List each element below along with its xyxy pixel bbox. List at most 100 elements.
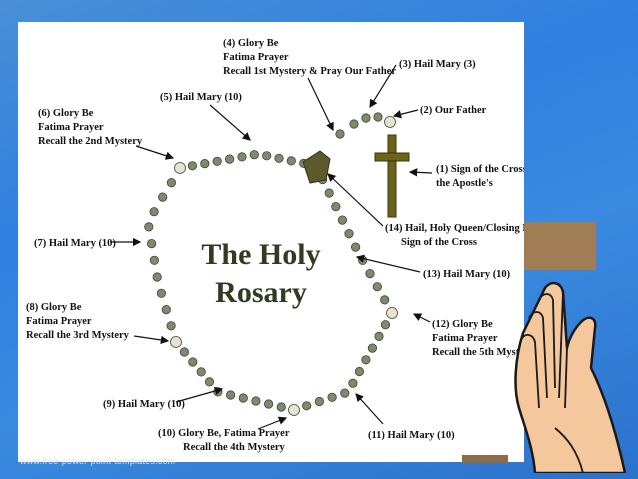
hail-mary-bead [159,193,167,201]
svg-text:(1) Sign of the Cross &: (1) Sign of the Cross & [436,164,524,175]
svg-text:(9) Hail Mary (10): (9) Hail Mary (10) [103,399,185,410]
praying-hands-icon [505,278,630,473]
hail-mary-bead [355,367,363,375]
pendant-bead [374,113,382,121]
label-text: (14) Hail, Holy Queen/Closing Prayer [385,223,524,234]
svg-text:(5) Hail Mary (10): (5) Hail Mary (10) [160,92,242,103]
hail-mary-bead [362,356,370,364]
label-text: Fatima Prayer [432,333,498,344]
svg-text:Sign of the Cross: Sign of the Cross [401,237,477,248]
label-hail-mary-3: (3) Hail Mary (3) [399,59,476,70]
hail-mary-bead [351,243,359,251]
hail-mary-bead [180,348,188,356]
pendant-bead [336,130,344,138]
label-glory-be-3: (8) Glory Be Fatima Prayer Recall the 3r… [26,302,130,341]
hail-mary-bead [252,397,260,405]
svg-text:Recall the 3rd Mystery: Recall the 3rd Mystery [26,330,130,341]
hail-mary-bead [375,332,383,340]
hail-mary-bead [325,189,333,197]
hail-mary-bead [150,256,158,264]
hail-mary-bead [315,397,323,405]
svg-text:Recall 1st Mystery & Pray Our: Recall 1st Mystery & Pray Our Father [223,66,396,77]
label-text: Sign of the Cross [401,237,477,248]
svg-text:Fatima Prayer: Fatima Prayer [432,333,498,344]
label-text: (13) Hail Mary (10) [423,269,511,280]
glory-be-bead [387,308,398,319]
hail-mary-bead [381,321,389,329]
svg-text:Recall the 4th Mystery: Recall the 4th Mystery [183,442,286,453]
label-text: Recall 1st Mystery & Pray Our Father [223,66,396,77]
hail-mary-bead [368,344,376,352]
hail-mary-bead [225,155,233,163]
arrow-1 [410,172,432,173]
hail-mary-bead [328,393,336,401]
hail-mary-bead [205,378,213,386]
label-hail-mary-7: (7) Hail Mary (10) [34,238,116,249]
label-text: (1) Sign of the Cross & [436,164,524,175]
label-text: (6) Glory Be [38,108,94,119]
glory-be-bead [289,405,300,416]
glory-be-bead [175,163,186,174]
pendant-bead [362,114,370,122]
hail-mary-bead [303,402,311,410]
decorative-brown-box [524,222,596,270]
hail-mary-bead [167,178,175,186]
diagram-title-line2: Rosary [215,276,307,309]
svg-text:(10) Glory Be, Fatima Prayer: (10) Glory Be, Fatima Prayer [158,428,290,439]
label-glory-be-1: (4) Glory Be Fatima Prayer Recall 1st My… [223,38,396,77]
arrow-8 [134,336,168,341]
label-text: Recall the 3rd Mystery [26,330,130,341]
hail-mary-bead [381,296,389,304]
svg-text:Recall the 2nd Mystery: Recall the 2nd Mystery [38,136,143,147]
label-text: (3) Hail Mary (3) [399,59,476,70]
crucifix-icon [375,135,409,217]
label-glory-be-2: (6) Glory Be Fatima Prayer Recall the 2n… [38,108,143,147]
hail-mary-bead [150,208,158,216]
hail-mary-bead [153,273,161,281]
hail-mary-bead [197,368,205,376]
glory-be-bead [171,337,182,348]
label-text: (2) Our Father [420,105,487,116]
label-text: Recall the 2nd Mystery [38,136,143,147]
svg-text:Fatima Prayer: Fatima Prayer [26,316,92,327]
label-text: (4) Glory Be [223,38,279,49]
label-text: Fatima Prayer [223,52,289,63]
arrow-14 [328,174,383,226]
hail-mary-bead [157,289,165,297]
label-text: Fatima Prayer [38,122,104,133]
hail-mary-bead [162,305,170,313]
hail-mary-bead [277,403,285,411]
hail-mary-bead [201,159,209,167]
hail-mary-bead [373,283,381,291]
svg-text:Fatima Prayer: Fatima Prayer [38,122,104,133]
pendant-bead [350,120,358,128]
arrow-12 [414,314,430,322]
hail-mary-bead [287,157,295,165]
svg-text:(6) Glory Be: (6) Glory Be [38,108,94,119]
label-text: the Apostle's [436,178,493,189]
label-text: (11) Hail Mary (10) [368,430,455,441]
hail-mary-bead [226,391,234,399]
hail-mary-bead [238,153,246,161]
label-hail-holy-queen: (14) Hail, Holy Queen/Closing Prayer Sig… [385,223,524,248]
footer-watermark: www.free-power-point-templates.com [20,456,175,466]
svg-text:Fatima Prayer: Fatima Prayer [223,52,289,63]
hail-mary-bead [189,358,197,366]
label-text: (9) Hail Mary (10) [103,399,185,410]
label-hail-mary-5: (5) Hail Mary (10) [160,92,242,103]
our-father-bead [385,117,396,128]
label-text: Recall the 4th Mystery [183,442,286,453]
label-text: (7) Hail Mary (10) [34,238,116,249]
hail-mary-bead [275,154,283,162]
svg-text:(2) Our Father: (2) Our Father [420,105,487,116]
svg-text:(13) Hail Mary (10): (13) Hail Mary (10) [423,269,511,280]
arrow-4 [308,78,333,130]
hail-mary-bead [345,229,353,237]
svg-text:(3) Hail Mary (3): (3) Hail Mary (3) [399,59,476,70]
hail-mary-bead [341,389,349,397]
arrow-6 [136,146,173,158]
diagram-title-line1: The Holy [201,238,320,271]
hail-mary-bead [167,322,175,330]
arrow-13 [357,257,420,272]
svg-text:(8) Glory Be: (8) Glory Be [26,302,82,313]
